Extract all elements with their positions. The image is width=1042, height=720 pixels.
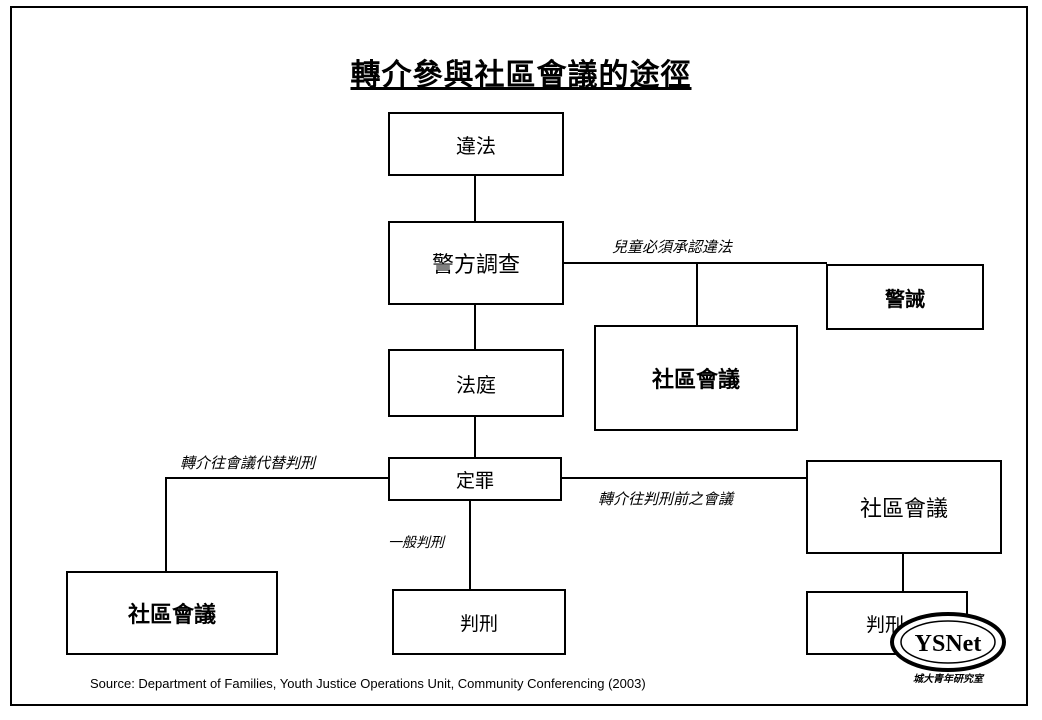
label-refer-presentence: 轉介往判刑前之會議 <box>598 490 734 508</box>
label-must-admit: 兒童必須承認違法 <box>612 238 733 256</box>
label-general-sentence: 一般判刑 <box>388 535 444 551</box>
label-refer-instead: 轉介往會議代替判刑 <box>180 454 316 472</box>
node-offence: 違法 <box>388 112 564 176</box>
node-court: 法庭 <box>388 349 564 417</box>
node-conviction: 定罪 <box>388 457 562 501</box>
source-citation: Source: Department of Families, Youth Ju… <box>90 676 646 691</box>
edge-conviction-instead <box>165 477 388 572</box>
node-conference-presentence: 社區會議 <box>806 460 1002 554</box>
svg-text:城大青年研究室: 城大青年研究室 <box>913 673 985 685</box>
node-conference-police: 社區會議 <box>594 325 798 431</box>
diagram-frame <box>10 6 1028 706</box>
node-caution: 警誡 <box>826 264 984 330</box>
node-conference-instead: 社區會議 <box>66 571 278 655</box>
diagram-title: 轉介參與社區會議的途徑 <box>350 58 692 93</box>
svg-text:YSNet: YSNet <box>915 631 982 657</box>
ysnet-logo: YSNet 城大青年研究室 <box>884 608 1014 690</box>
node-sentence-general: 判刑 <box>392 589 566 655</box>
node-police-investigation: 警方調查 <box>388 221 564 305</box>
